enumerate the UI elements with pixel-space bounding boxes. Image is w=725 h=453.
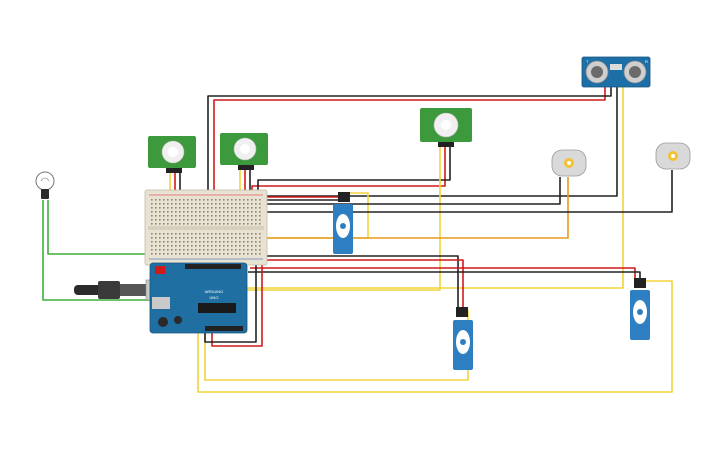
- wire-red[interactable]: [255, 259, 464, 310]
- wire-yellow[interactable]: [197, 268, 673, 393]
- wire-black[interactable]: [160, 177, 561, 205]
- ultrasonic-sensor[interactable]: T R: [581, 56, 651, 88]
- wire-red[interactable]: [211, 264, 263, 347]
- ultrasonic-label-right: R: [645, 59, 648, 64]
- wire-red[interactable]: [251, 145, 446, 194]
- wire-black[interactable]: [204, 264, 257, 343]
- wire-green[interactable]: [42, 200, 180, 301]
- pir-sensor-right[interactable]: [420, 108, 472, 147]
- ultrasonic-label-left: T: [586, 59, 589, 64]
- wire-black[interactable]: [232, 86, 618, 197]
- dc-motor-right[interactable]: [655, 142, 691, 170]
- wire-black[interactable]: [259, 255, 459, 310]
- lightbulb[interactable]: [35, 171, 55, 199]
- wire-black[interactable]: [207, 86, 612, 194]
- wire-black[interactable]: [150, 170, 673, 213]
- usb-cable[interactable]: [74, 279, 161, 301]
- pir-sensor-left[interactable]: [148, 136, 196, 173]
- wire-red[interactable]: [213, 86, 606, 192]
- arduino-uno[interactable]: ARDUINO UNO: [149, 262, 248, 334]
- wire-green[interactable]: [47, 200, 150, 255]
- wires: [42, 86, 673, 393]
- servo-motor-right[interactable]: [630, 278, 650, 340]
- wire-black[interactable]: [248, 271, 641, 281]
- breadboard[interactable]: [144, 189, 268, 266]
- wire-yellow[interactable]: [246, 86, 624, 289]
- servo-motor-top[interactable]: [333, 192, 353, 254]
- dc-motor-left[interactable]: [551, 149, 587, 177]
- arduino-logo: ARDUINO: [205, 289, 223, 294]
- wire-black[interactable]: [257, 145, 451, 194]
- arduino-model-label: UNO: [210, 295, 219, 300]
- servo-motor-bottom[interactable]: [453, 307, 473, 370]
- wire-red[interactable]: [250, 267, 636, 281]
- pir-sensor-middle[interactable]: [220, 133, 268, 170]
